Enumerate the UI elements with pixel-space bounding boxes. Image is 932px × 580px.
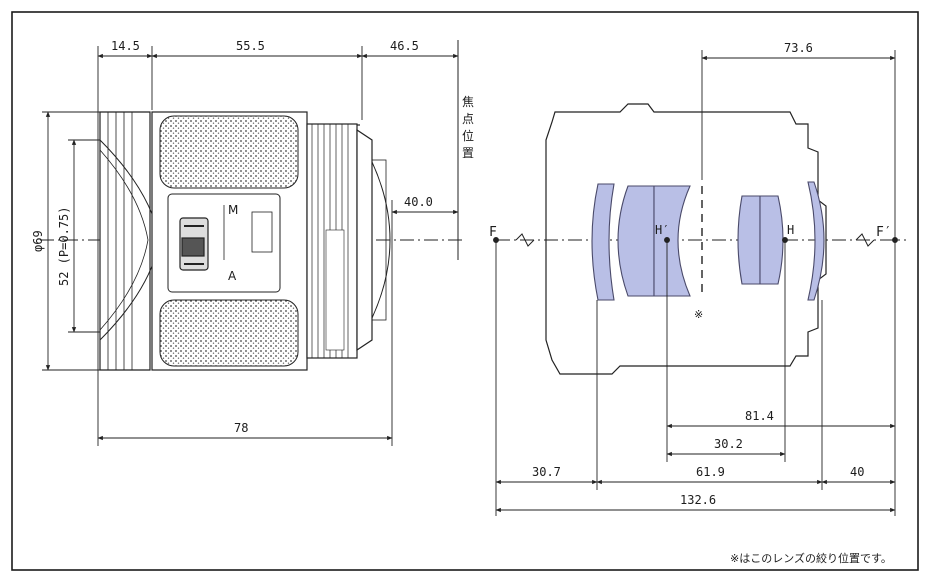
lens-element-3 — [653, 185, 691, 297]
side-dimensions — [42, 46, 459, 446]
dim-h-prime-to-f-prime: 81.4 — [745, 409, 774, 423]
label-front-principal: H′ — [655, 223, 669, 237]
dim-h-prime-to-h: 30.2 — [714, 437, 743, 451]
rear-element-curve — [371, 161, 391, 319]
dim-mount-to-focal: 40.0 — [404, 195, 433, 209]
aperture-mark: ※ — [694, 308, 703, 321]
dim-vertex-span: 61.9 — [696, 465, 725, 479]
dim-filter: 52 (P=0.75) — [57, 207, 71, 286]
optical-dimensions — [495, 50, 896, 516]
dim-f-to-first-vertex: 30.7 — [532, 465, 561, 479]
mode-label-a: A — [228, 269, 237, 283]
focal-plane-label: 焦 点 位 置 — [462, 95, 474, 160]
optical-view — [493, 103, 906, 375]
rear-mount — [356, 128, 373, 352]
lens-element-5 — [759, 195, 784, 285]
distance-window — [251, 211, 273, 253]
lens-element-6 — [807, 181, 825, 301]
dim-flange-to-focal: 46.5 — [390, 39, 419, 53]
focal-plane-label-4: 置 — [462, 146, 474, 160]
label-rear-principal: H — [787, 223, 794, 237]
front-ring — [99, 111, 151, 371]
aperture-scale-band — [325, 229, 345, 351]
drawing-frame — [11, 11, 919, 571]
label-rear-focus: F′ — [876, 225, 892, 240]
lens-element-4 — [737, 195, 761, 285]
focal-plane-label-3: 位 — [462, 128, 474, 143]
dim-f-to-f-prime: 132.6 — [680, 493, 716, 507]
label-front-focus: F — [489, 225, 497, 240]
dim-barrel-length: 55.5 — [236, 39, 265, 53]
focal-plane-label-2: 点 — [462, 112, 474, 126]
grip-bottom — [159, 299, 299, 367]
focal-plane-label-1: 焦 — [462, 95, 474, 109]
dim-overall-length: 78 — [234, 421, 248, 435]
dim-diameter: φ69 — [31, 230, 45, 252]
dim-front-depth: 14.5 — [111, 39, 140, 53]
dim-last-vertex-to-f-prime: 40 — [850, 465, 864, 479]
lens-element-2 — [617, 185, 655, 297]
lens-element-1 — [591, 183, 615, 301]
mode-label-m: M — [228, 203, 238, 217]
grip-top — [159, 115, 299, 189]
side-view — [40, 111, 462, 371]
dim-top-span: 73.6 — [784, 41, 813, 55]
aperture-footnote: ※はこのレンズの絞り位置です。 — [730, 551, 892, 565]
